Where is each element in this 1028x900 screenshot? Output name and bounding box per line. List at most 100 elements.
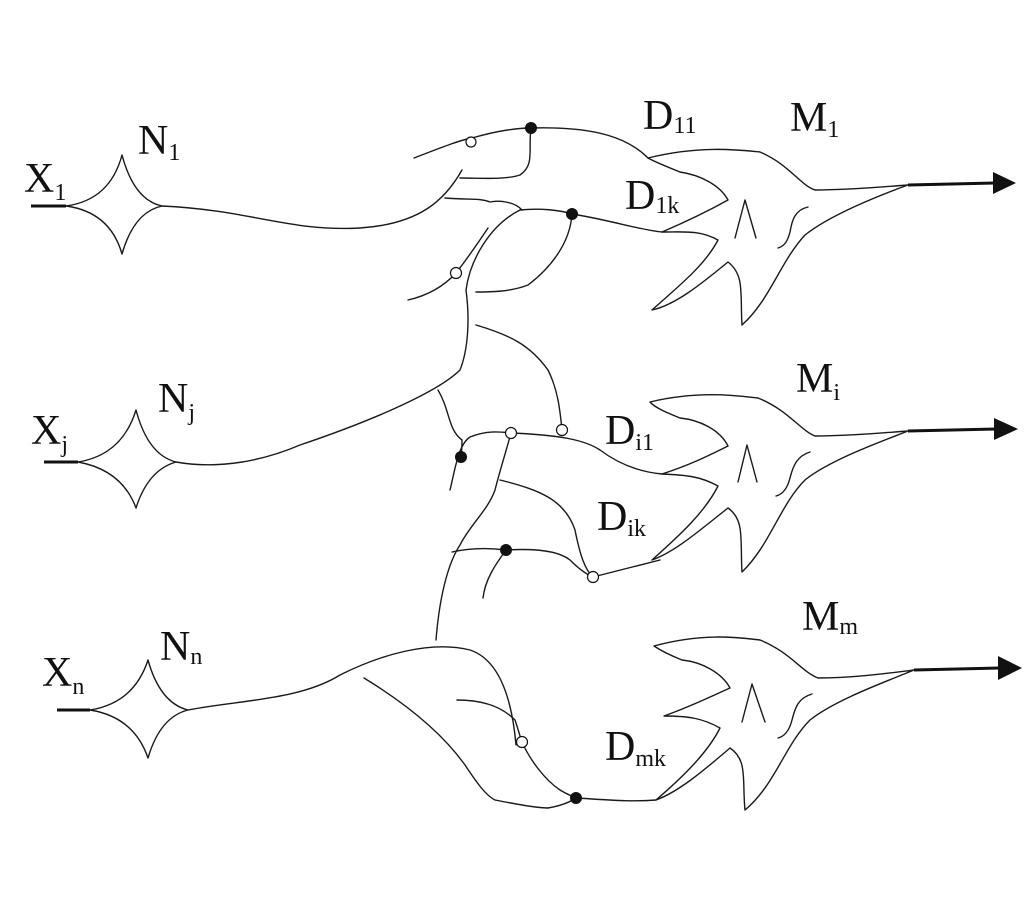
output-arrow-head-i xyxy=(994,418,1018,440)
output-neuron-body-m xyxy=(653,636,915,811)
output-neuron-inner-m xyxy=(741,683,766,723)
branch xyxy=(475,213,573,293)
axon-nn xyxy=(187,646,517,746)
output-neuron-body-1 xyxy=(647,148,909,326)
input-neuron-body-j xyxy=(77,409,177,509)
label-sub: 11 xyxy=(673,113,696,139)
branch xyxy=(435,432,512,641)
dendrite-label-1k: D1k xyxy=(625,173,679,219)
excitatory-synapse xyxy=(500,544,512,556)
branch xyxy=(449,431,512,491)
output-arrow-head-1 xyxy=(993,172,1016,194)
output-neuron-inner-1 xyxy=(734,199,757,239)
branch xyxy=(510,432,663,475)
label-sub: j xyxy=(60,432,68,458)
label-var: M xyxy=(790,95,827,141)
inhibitory-synapse xyxy=(555,423,569,437)
branch xyxy=(413,137,473,159)
branch xyxy=(592,559,661,578)
branch xyxy=(521,741,577,799)
excitatory-synapse xyxy=(570,792,582,804)
dendrite-label-i1: Di1 xyxy=(605,408,654,456)
branch xyxy=(407,272,457,301)
label-sub: mk xyxy=(635,746,666,772)
input-label-n: Xn xyxy=(42,650,84,700)
input-unit-j xyxy=(44,409,177,509)
branch xyxy=(475,324,563,431)
output-neuron-body-i xyxy=(649,394,909,573)
excitatory-synapse xyxy=(455,451,467,463)
output-neuron-i xyxy=(649,394,909,573)
output-arrow-shaft-m xyxy=(913,666,1001,672)
output-arrow-shaft-1 xyxy=(907,181,996,187)
branch xyxy=(363,677,549,809)
branch xyxy=(571,213,663,233)
output-arrow-head-m xyxy=(998,656,1022,680)
dendrite-label-mk: Dmk xyxy=(605,724,666,772)
inhibitory-synapse xyxy=(504,426,518,440)
input-label-1: X1 xyxy=(24,156,66,206)
label-sub: 1 xyxy=(168,140,180,166)
label-var: D xyxy=(643,93,673,139)
dendrite-label-ik: Dik xyxy=(597,494,646,542)
inhibitory-synapse xyxy=(449,266,463,280)
branch xyxy=(499,479,594,578)
label-var: D xyxy=(597,494,627,540)
branch xyxy=(444,197,523,211)
label-sub: n xyxy=(190,644,202,670)
input-neuron-body-n xyxy=(89,659,189,759)
axon-branches xyxy=(363,127,663,809)
output-neuron-label-m: Mm xyxy=(802,594,858,640)
label-sub: j xyxy=(187,400,195,426)
label-var: M xyxy=(796,356,833,402)
excitatory-synapse xyxy=(566,208,578,220)
branch xyxy=(519,208,573,215)
label-sub: i xyxy=(833,380,840,406)
branch xyxy=(575,797,657,802)
label-sub: 1k xyxy=(655,193,679,219)
excitatory-synapse xyxy=(525,122,537,134)
input-label-j: Xj xyxy=(31,408,68,458)
output-neuron-inner-i xyxy=(775,451,811,497)
branch xyxy=(482,549,507,599)
label-var: N xyxy=(138,118,168,164)
label-var: X xyxy=(31,408,61,454)
axon-nj xyxy=(175,209,521,466)
branch xyxy=(437,389,463,459)
label-var: N xyxy=(160,624,190,670)
dendrite-label-11: D11 xyxy=(643,93,696,139)
input-neuron-label-j: Nj xyxy=(158,376,195,426)
label-sub: m xyxy=(839,614,858,640)
inhibitory-synapse xyxy=(465,136,477,148)
axon-n1 xyxy=(161,169,463,230)
output-neuron-1 xyxy=(647,148,909,326)
label-var: D xyxy=(605,724,635,770)
output-neuron-inner-m xyxy=(777,693,813,739)
label-var: M xyxy=(802,594,839,640)
inhibitory-synapse xyxy=(586,570,600,584)
output-neuron-label-1: M1 xyxy=(790,95,839,143)
label-var: N xyxy=(158,376,188,422)
input-neuron-label-n: Nn xyxy=(160,624,202,670)
label-sub: ik xyxy=(627,516,646,542)
output-neuron-inner-1 xyxy=(777,206,809,249)
label-sub: n xyxy=(72,674,84,700)
branch xyxy=(451,547,507,553)
input-neuron-label-1: N1 xyxy=(138,118,180,166)
branch xyxy=(505,548,594,578)
output-neuron-label-i: Mi xyxy=(796,356,840,406)
label-var: D xyxy=(605,408,635,454)
output-arrow-shaft-i xyxy=(907,427,997,433)
label-sub: i1 xyxy=(635,430,654,456)
branch xyxy=(530,127,649,159)
label-sub: 1 xyxy=(827,117,839,143)
label-sub: 1 xyxy=(54,180,66,206)
label-var: X xyxy=(24,156,54,202)
input-neuron-body-1 xyxy=(65,154,163,255)
synapses xyxy=(449,122,600,804)
branch xyxy=(459,127,532,180)
inhibitory-synapse xyxy=(515,735,529,749)
output-neuron-m xyxy=(653,636,915,811)
output-neuron-inner-i xyxy=(737,444,758,483)
